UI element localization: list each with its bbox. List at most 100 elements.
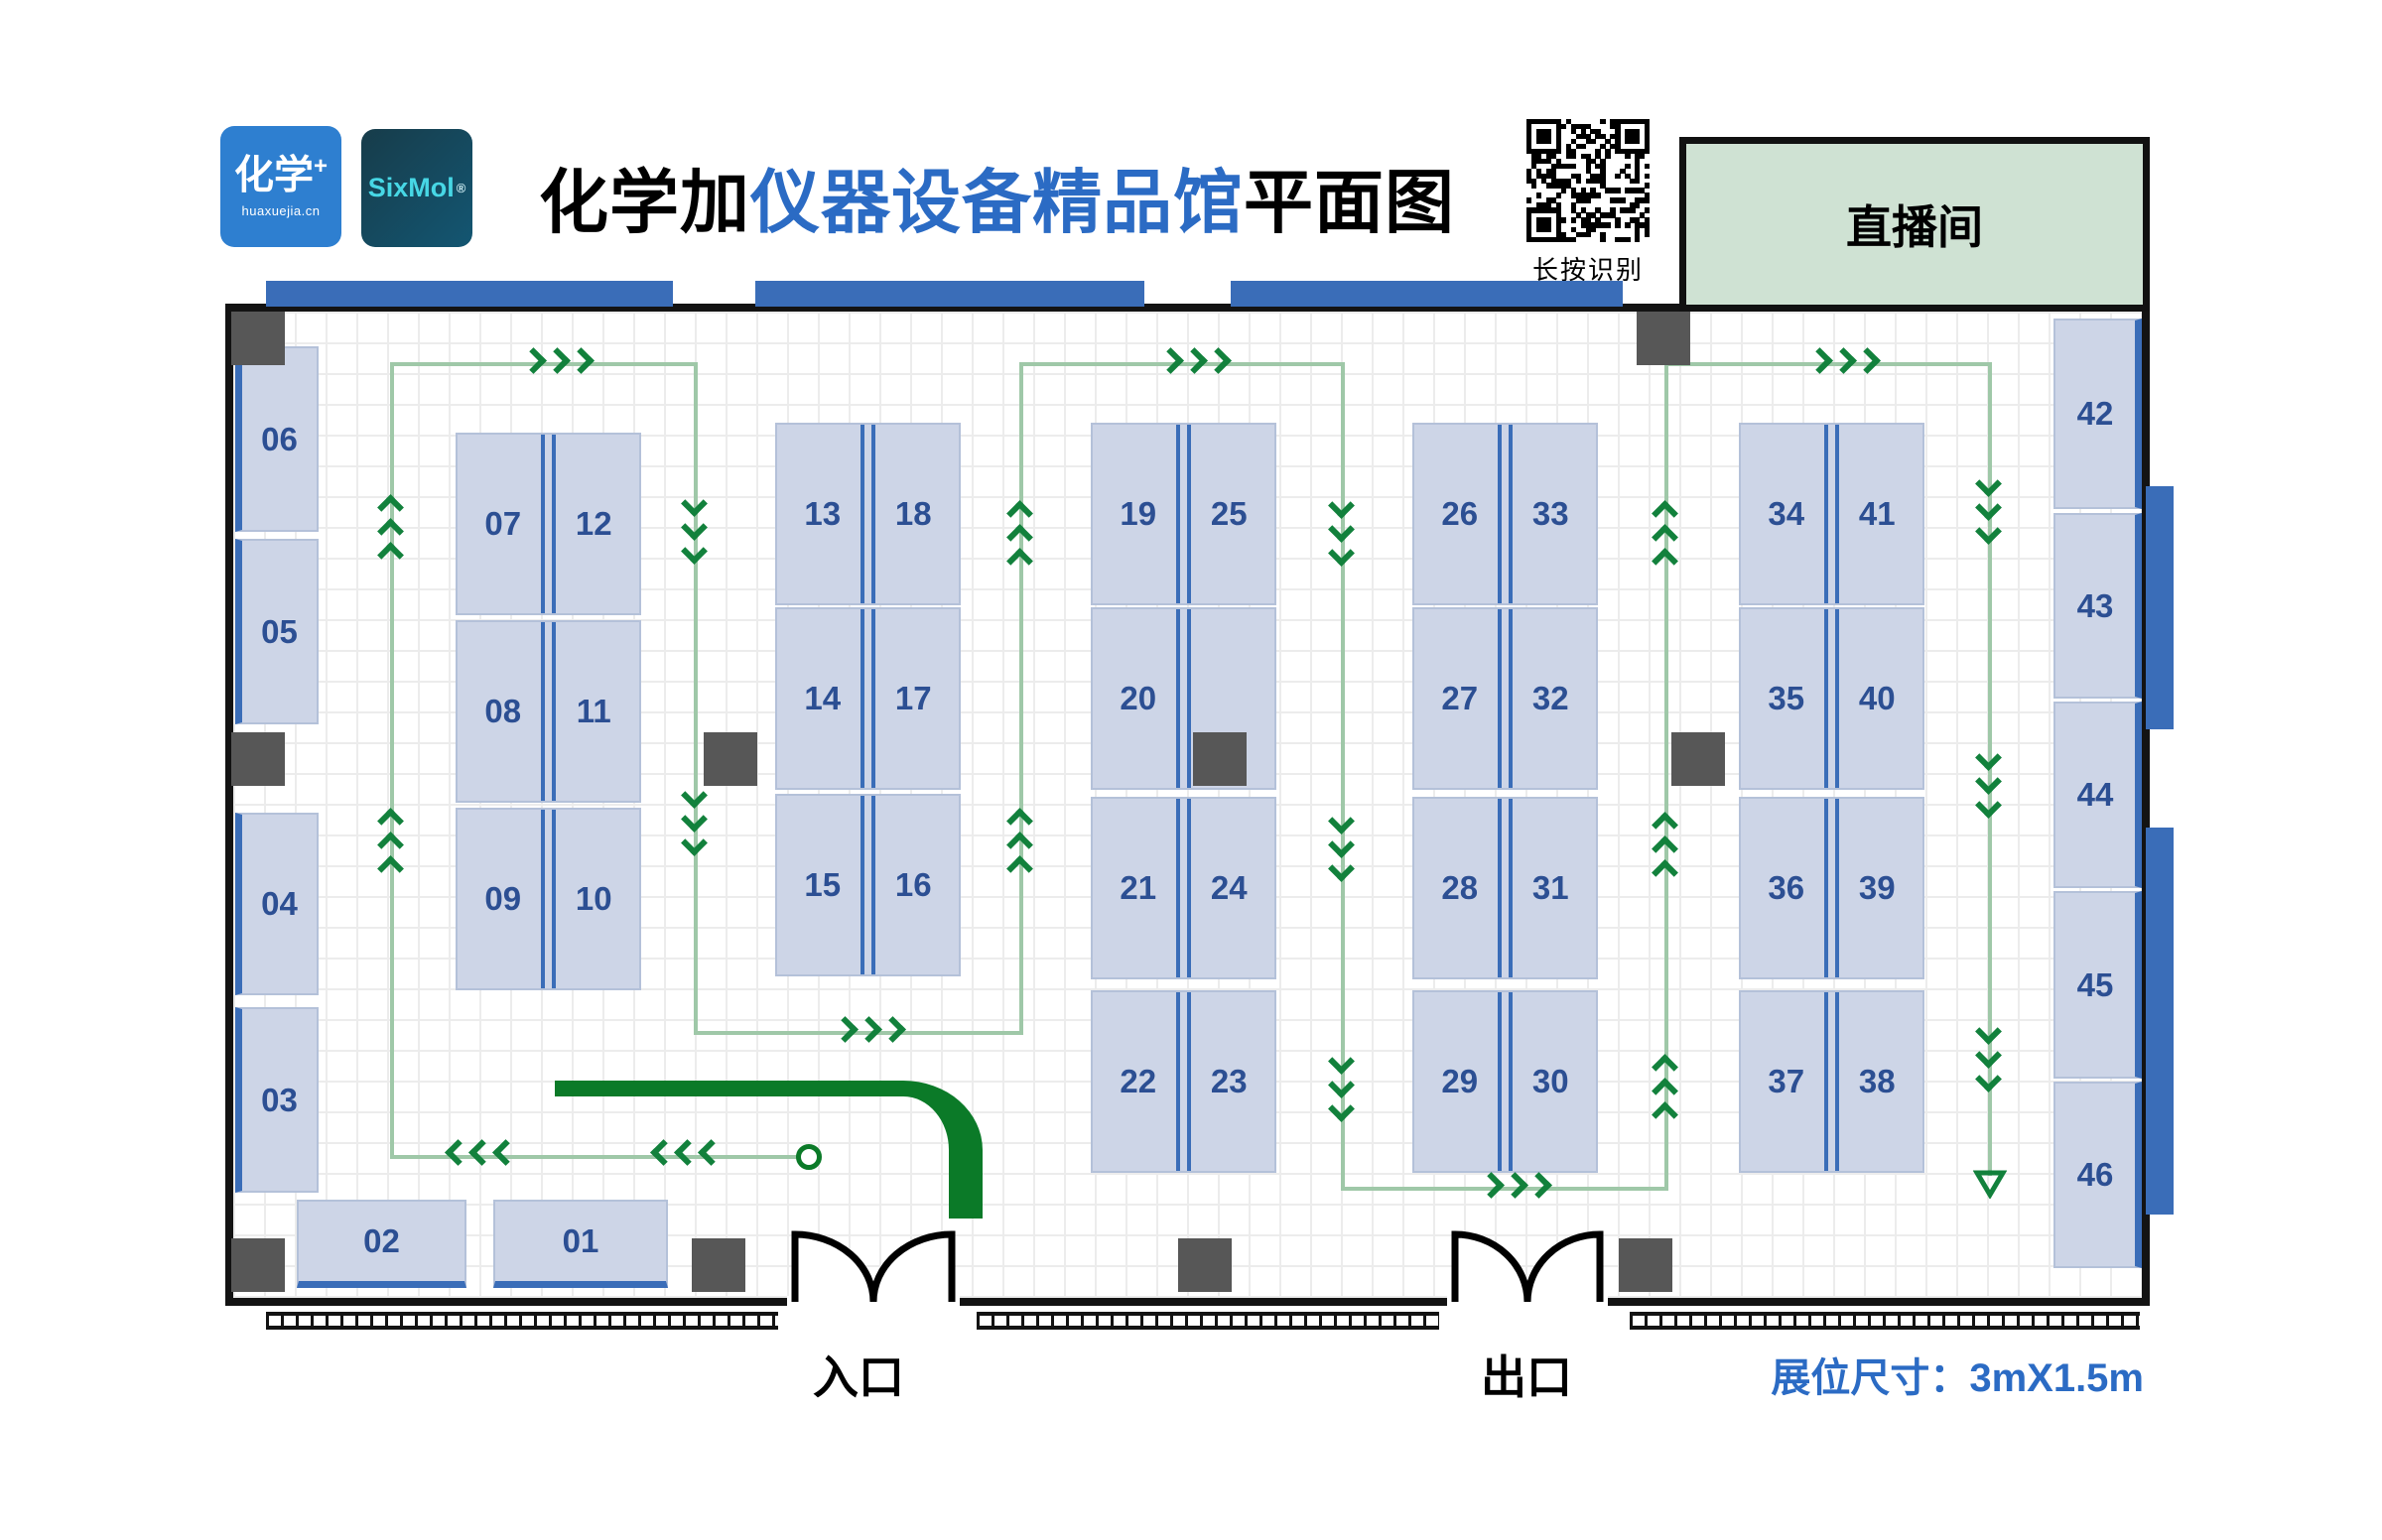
route-line xyxy=(694,1031,1023,1035)
pillar xyxy=(692,1238,745,1292)
booth-pair-15-16: 15 16 xyxy=(775,794,961,976)
booth-45: 45 xyxy=(2053,891,2142,1079)
qr-code xyxy=(1526,119,1650,242)
booth-21: 21 xyxy=(1120,869,1157,906)
entrance-guide-line xyxy=(555,1081,983,1219)
booth-22: 22 xyxy=(1120,1063,1157,1099)
booth-05: 05 xyxy=(235,539,319,724)
booth-pair-35-40: 35 40 xyxy=(1739,607,1924,790)
pillar xyxy=(1193,732,1247,786)
wall-right-bar-1 xyxy=(2146,486,2174,729)
huaxuejia-logo-text: 化学+ xyxy=(233,152,328,197)
booth-pair-21-24: 21 24 xyxy=(1091,797,1276,979)
booth-03: 03 xyxy=(235,1007,319,1193)
booth-35: 35 xyxy=(1768,680,1805,716)
booth-46: 46 xyxy=(2053,1082,2142,1268)
booth-44-number: 44 xyxy=(2076,776,2114,813)
route-start-circle xyxy=(796,1144,822,1170)
route-arrow-down-icon xyxy=(681,782,708,856)
sixmol-logo: SixMol® xyxy=(361,129,472,247)
pillar xyxy=(1178,1238,1232,1292)
booth-15: 15 xyxy=(804,866,842,903)
route-arrow-right-icon xyxy=(1478,1172,1552,1199)
route-arrow-up-icon xyxy=(377,494,404,569)
booth-43-number: 43 xyxy=(2076,586,2114,624)
booth-43: 43 xyxy=(2053,513,2142,699)
booth-31: 31 xyxy=(1531,869,1569,906)
pillar xyxy=(1671,732,1725,786)
route-arrow-down-icon xyxy=(1328,808,1355,882)
live-room-label: 直播间 xyxy=(1846,201,1983,253)
booth-pair-22-23: 22 23 xyxy=(1091,990,1276,1173)
booth-33: 33 xyxy=(1531,495,1569,532)
route-line xyxy=(1341,362,1345,1191)
booth-02-number: 02 xyxy=(363,1222,400,1259)
booth-38: 38 xyxy=(1858,1063,1896,1099)
booth-05-number: 05 xyxy=(261,612,298,650)
route-line xyxy=(1988,362,1992,1176)
route-arrow-right-icon xyxy=(832,1016,906,1043)
sixmol-logo-text: SixMol xyxy=(367,173,455,202)
wall-hatch xyxy=(977,1312,1439,1330)
route-arrow-down-icon xyxy=(1975,744,2002,819)
booth-04: 04 xyxy=(235,813,319,995)
booth-20: 20 xyxy=(1120,680,1157,716)
route-arrow-left-icon xyxy=(445,1139,519,1166)
booth-pair-09-10: 09 10 xyxy=(456,808,641,990)
route-line xyxy=(1664,362,1668,1191)
route-arrow-up-icon xyxy=(1652,812,1678,886)
route-arrow-down-icon xyxy=(1328,492,1355,567)
wall-top-bar-3 xyxy=(1231,281,1623,307)
pillar xyxy=(1637,312,1690,365)
booth-28: 28 xyxy=(1441,869,1479,906)
booth-06-number: 06 xyxy=(261,420,298,457)
booth-06: 06 xyxy=(235,346,319,532)
pillar xyxy=(231,312,285,365)
huaxuejia-logo-plus: + xyxy=(313,152,328,180)
booth-08: 08 xyxy=(484,693,522,729)
pillar xyxy=(704,732,757,786)
booth-30: 30 xyxy=(1531,1063,1569,1099)
wall-top-bar-1 xyxy=(266,281,673,307)
booth-pair-26-33: 26 33 xyxy=(1412,423,1598,605)
qr-caption: 长按识别 xyxy=(1531,255,1644,285)
route-arrow-up-icon xyxy=(1006,808,1033,882)
huaxuejia-logo-domain: huaxuejia.cn xyxy=(241,203,321,219)
route-arrow-up-icon xyxy=(1006,500,1033,575)
route-line xyxy=(1341,1187,1668,1191)
booth-25: 25 xyxy=(1210,495,1248,532)
booth-45-number: 45 xyxy=(2076,965,2114,1003)
route-line xyxy=(390,362,394,1159)
booth-02: 02 xyxy=(297,1200,466,1288)
route-line xyxy=(1664,362,1992,366)
route-arrow-right-icon xyxy=(520,347,595,374)
page-title: 化学加仪器设备精品馆平面图 xyxy=(539,147,1455,247)
booth-09: 09 xyxy=(484,880,522,917)
booth-13: 13 xyxy=(804,495,842,532)
booth-26: 26 xyxy=(1441,495,1479,532)
pillar xyxy=(231,1238,285,1292)
route-arrow-up-icon xyxy=(1652,1054,1678,1128)
route-line xyxy=(390,362,698,366)
booth-14: 14 xyxy=(804,680,842,716)
pillar xyxy=(231,732,285,786)
booth-pair-37-38: 37 38 xyxy=(1739,990,1924,1173)
pillar xyxy=(1619,1238,1672,1292)
booth-46-number: 46 xyxy=(2076,1156,2114,1193)
booth-34: 34 xyxy=(1768,495,1805,532)
booth-24: 24 xyxy=(1210,869,1248,906)
route-arrow-down-icon xyxy=(1328,1048,1355,1122)
huaxuejia-logo-chars: 化学 xyxy=(233,153,314,197)
booth-40: 40 xyxy=(1858,680,1896,716)
booth-pair-34-41: 34 41 xyxy=(1739,423,1924,605)
route-arrow-up-icon xyxy=(377,808,404,882)
entrance-label: 入口 xyxy=(813,1351,904,1403)
route-end-triangle-icon xyxy=(1973,1170,2007,1199)
exit-label: 出口 xyxy=(1481,1351,1572,1403)
booth-17: 17 xyxy=(894,680,932,716)
booth-29: 29 xyxy=(1441,1063,1479,1099)
route-arrow-down-icon xyxy=(1975,470,2002,545)
route-arrow-down-icon xyxy=(1975,1018,2002,1092)
booth-19: 19 xyxy=(1120,495,1157,532)
sixmol-logo-reg: ® xyxy=(456,181,466,195)
